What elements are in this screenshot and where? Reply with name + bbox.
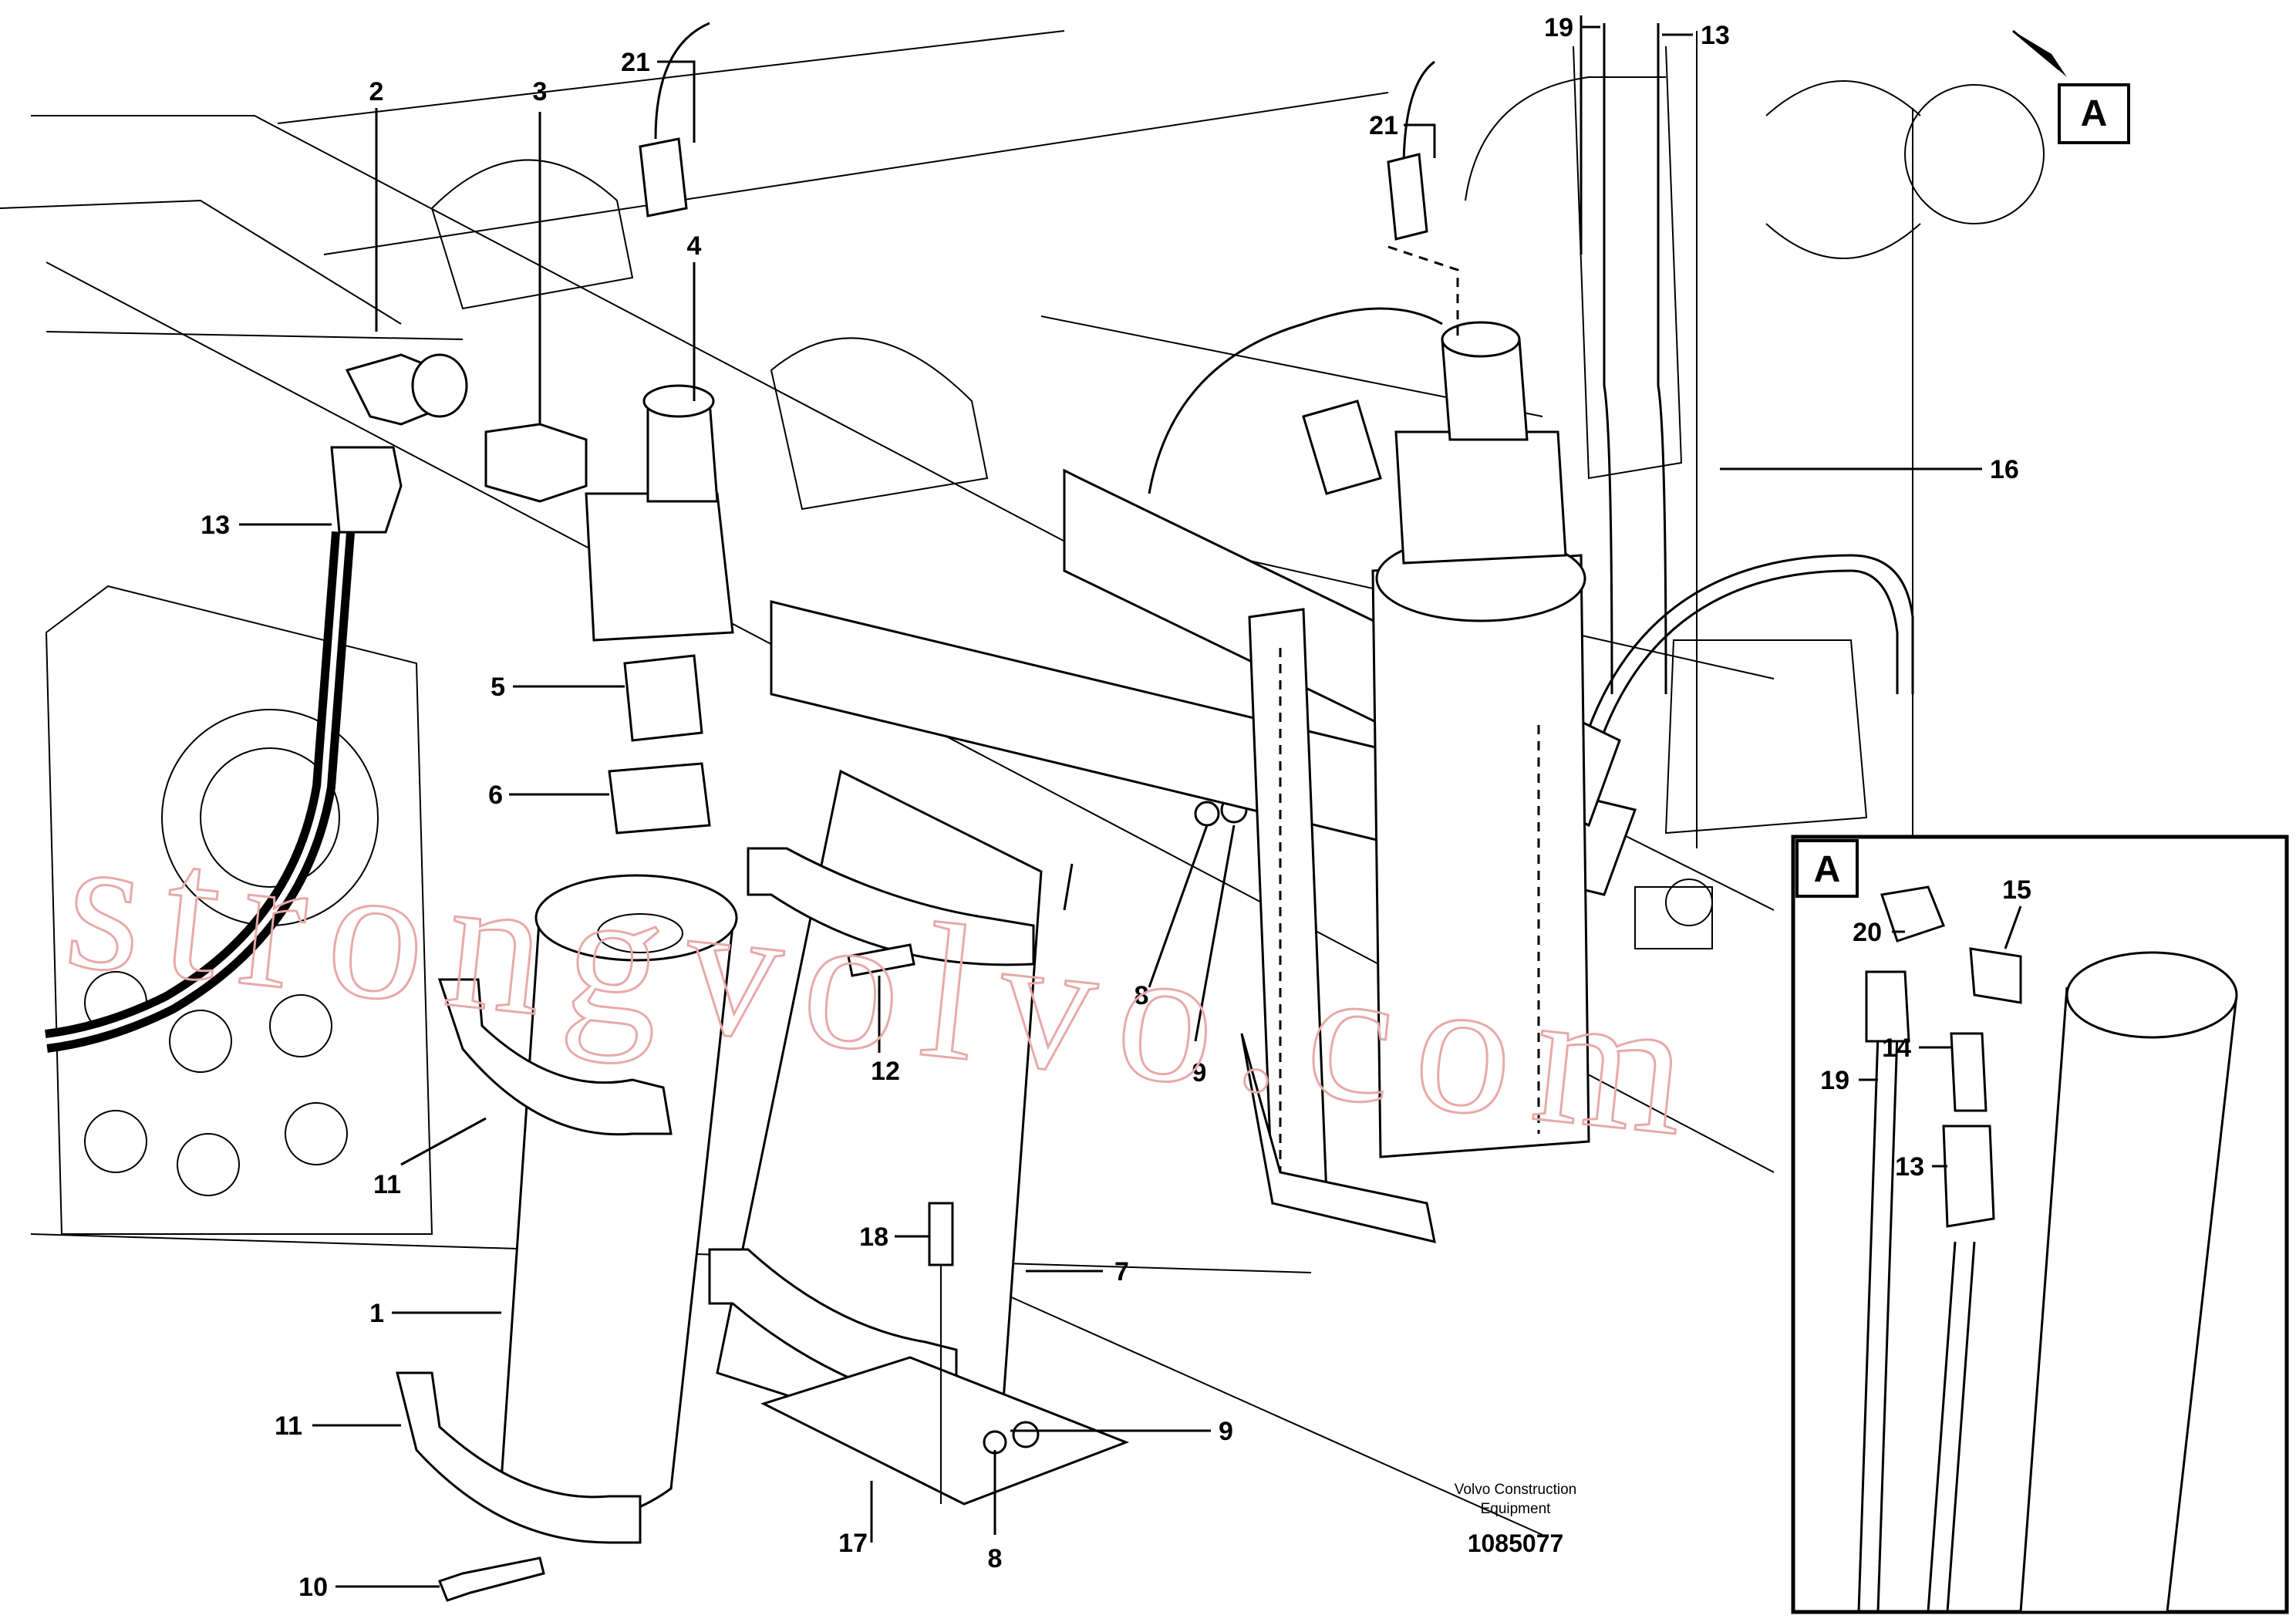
callout-11a: 11 [373,1170,401,1199]
callout-8b: 8 [988,1544,1003,1573]
callout-8a: 8 [1135,981,1149,1010]
installed-accumulator [770,153,1637,1244]
callout-11b: 11 [275,1411,302,1441]
callout-5: 5 [491,673,505,702]
accumulator-assembly [330,137,1248,1602]
callout-labels: 2 3 4 5 6 13 21 21 19 13 16 7 8 9 9 8 17… [201,13,2019,1602]
detail-callout-15: 15 [2002,875,2031,905]
detail-callout-19: 19 [1820,1066,1849,1095]
callout-12: 12 [871,1057,900,1086]
hoses [45,15,1914,1053]
callout-6: 6 [488,781,503,810]
callout-4: 4 [687,231,702,261]
caption-line-2: Equipment [1481,1501,1552,1517]
callout-19: 19 [1544,13,1573,42]
caption: Volvo Construction Equipment 1085077 [1455,1482,1576,1557]
detail-callout-14: 14 [1882,1034,1911,1063]
detail-callout-20: 20 [1853,918,1882,947]
detail-a-label: A [1814,849,1841,890]
callout-10: 10 [298,1573,328,1602]
callout-18: 18 [859,1222,888,1252]
callout-13: 13 [201,511,230,540]
leader-lines [239,25,1982,1588]
callout-9a: 9 [1192,1058,1207,1088]
callout-13b: 13 [1701,21,1730,50]
callout-2: 2 [369,77,384,106]
view-a-label: A [2081,93,2108,134]
view-a-marker: A [2012,29,2130,144]
callout-16: 16 [1990,455,2019,484]
frame-drawing [0,30,2045,1536]
document-number: 1085077 [1468,1529,1564,1557]
caption-line-1: Volvo Construction [1455,1482,1576,1498]
detail-a-inset: A 20 15 14 19 13 [1791,835,2289,1614]
callout-17: 17 [838,1529,868,1558]
detail-callout-13: 13 [1895,1152,1924,1182]
callout-21b: 21 [1369,111,1398,140]
callout-3: 3 [533,77,548,106]
callout-1: 1 [369,1299,384,1328]
callout-21: 21 [621,48,650,77]
callout-9b: 9 [1219,1417,1233,1446]
callout-7: 7 [1114,1257,1129,1286]
